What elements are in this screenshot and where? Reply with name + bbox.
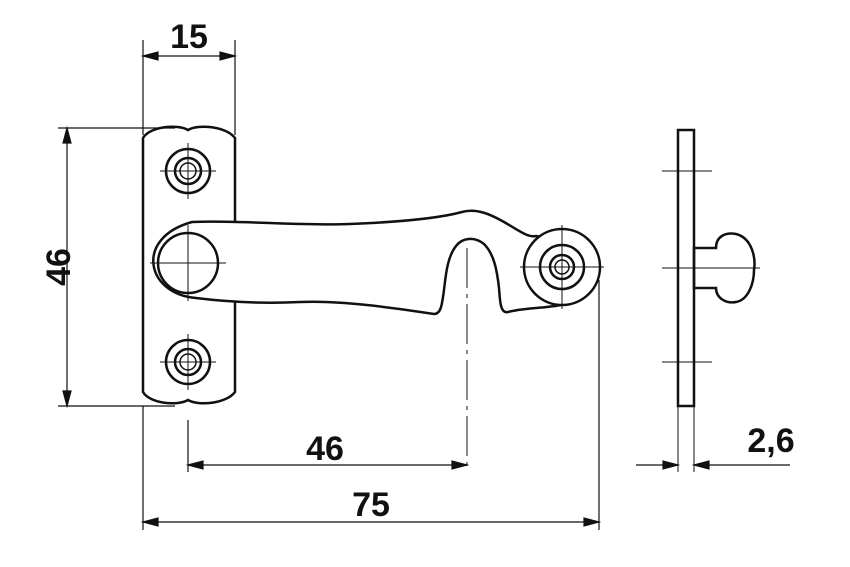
side-view-center-lines [662, 170, 760, 472]
dim-plate-width: 15 [170, 18, 208, 56]
hook-arm [152, 209, 597, 316]
dim-height: 46 [40, 248, 78, 286]
dimension-lines [58, 40, 790, 530]
center-lines [150, 143, 604, 470]
mounting-plate [141, 125, 237, 405]
dim-hook-offset: 46 [306, 430, 344, 468]
dim-thickness: 2,6 [747, 422, 794, 460]
dim-total-length: 75 [352, 486, 390, 524]
